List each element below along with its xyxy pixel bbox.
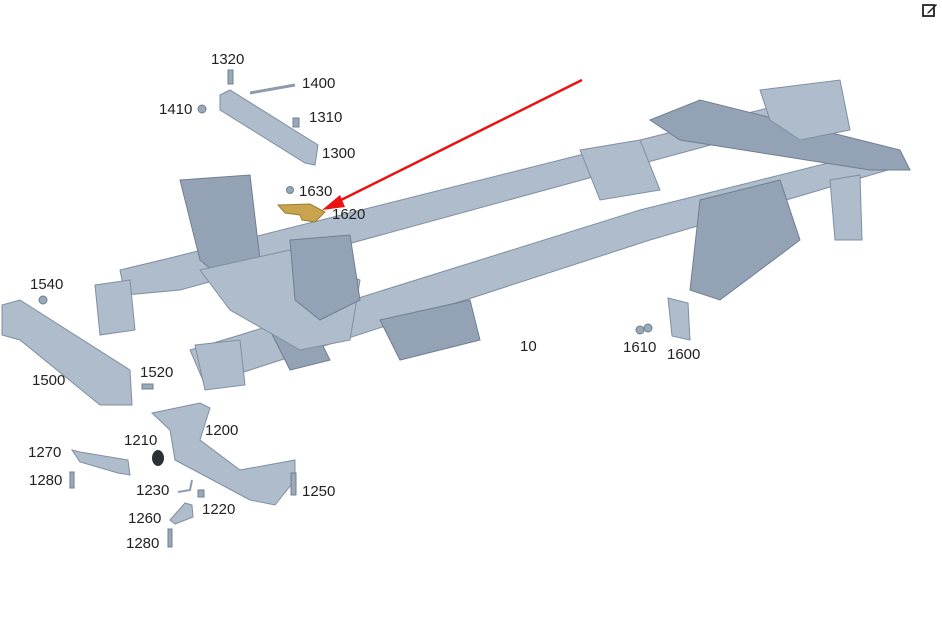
part-1270[interactable] bbox=[70, 449, 131, 476]
label-1320[interactable]: 1320 bbox=[211, 51, 245, 68]
label-1540[interactable]: 1540 bbox=[30, 276, 64, 293]
label-1600[interactable]: 1600 bbox=[667, 346, 701, 363]
part-1320[interactable] bbox=[227, 69, 234, 85]
part-1540[interactable] bbox=[38, 295, 48, 305]
part-1230[interactable] bbox=[177, 479, 193, 493]
label-1300[interactable]: 1300 bbox=[322, 145, 356, 162]
label-1230[interactable]: 1230 bbox=[136, 482, 170, 499]
label-1260[interactable]: 1260 bbox=[128, 510, 162, 527]
label-1220[interactable]: 1220 bbox=[202, 501, 236, 518]
part-1630[interactable] bbox=[286, 186, 294, 194]
label-1400[interactable]: 1400 bbox=[302, 75, 336, 92]
part-1410[interactable] bbox=[197, 104, 207, 114]
label-1520[interactable]: 1520 bbox=[140, 364, 174, 381]
part-1520[interactable] bbox=[141, 383, 154, 390]
label-1620[interactable]: 1620 bbox=[332, 206, 366, 223]
part-1280-a[interactable] bbox=[69, 471, 75, 489]
part-1610[interactable] bbox=[635, 325, 645, 335]
pointer-arrow bbox=[322, 78, 583, 210]
label-1500[interactable]: 1500 bbox=[32, 372, 66, 389]
part-1220[interactable] bbox=[197, 489, 205, 498]
part-1500[interactable] bbox=[1, 299, 133, 406]
label-1270[interactable]: 1270 bbox=[28, 444, 62, 461]
part-1400[interactable] bbox=[249, 83, 296, 95]
label-1280-a[interactable]: 1280 bbox=[29, 472, 63, 489]
label-1410[interactable]: 1410 bbox=[159, 101, 193, 118]
edit-icon[interactable] bbox=[922, 2, 938, 18]
part-1310[interactable] bbox=[292, 117, 300, 128]
part-1280-b[interactable] bbox=[167, 528, 173, 548]
part-1600[interactable] bbox=[667, 297, 691, 341]
label-10[interactable]: 10 bbox=[520, 338, 537, 355]
part-1260[interactable] bbox=[169, 502, 194, 525]
label-1610[interactable]: 1610 bbox=[623, 339, 657, 356]
part-10-frame[interactable] bbox=[94, 79, 911, 391]
part-1620[interactable] bbox=[276, 203, 326, 223]
label-1250[interactable]: 1250 bbox=[302, 483, 336, 500]
label-1310[interactable]: 1310 bbox=[309, 109, 343, 126]
part-1200[interactable] bbox=[150, 402, 296, 506]
part-1250[interactable] bbox=[290, 472, 297, 496]
label-1630[interactable]: 1630 bbox=[299, 183, 333, 200]
label-1210[interactable]: 1210 bbox=[124, 432, 158, 449]
label-1280-b[interactable]: 1280 bbox=[126, 535, 160, 552]
part-1210[interactable] bbox=[152, 450, 164, 466]
label-1200[interactable]: 1200 bbox=[205, 422, 239, 439]
part-1300[interactable] bbox=[219, 89, 319, 166]
